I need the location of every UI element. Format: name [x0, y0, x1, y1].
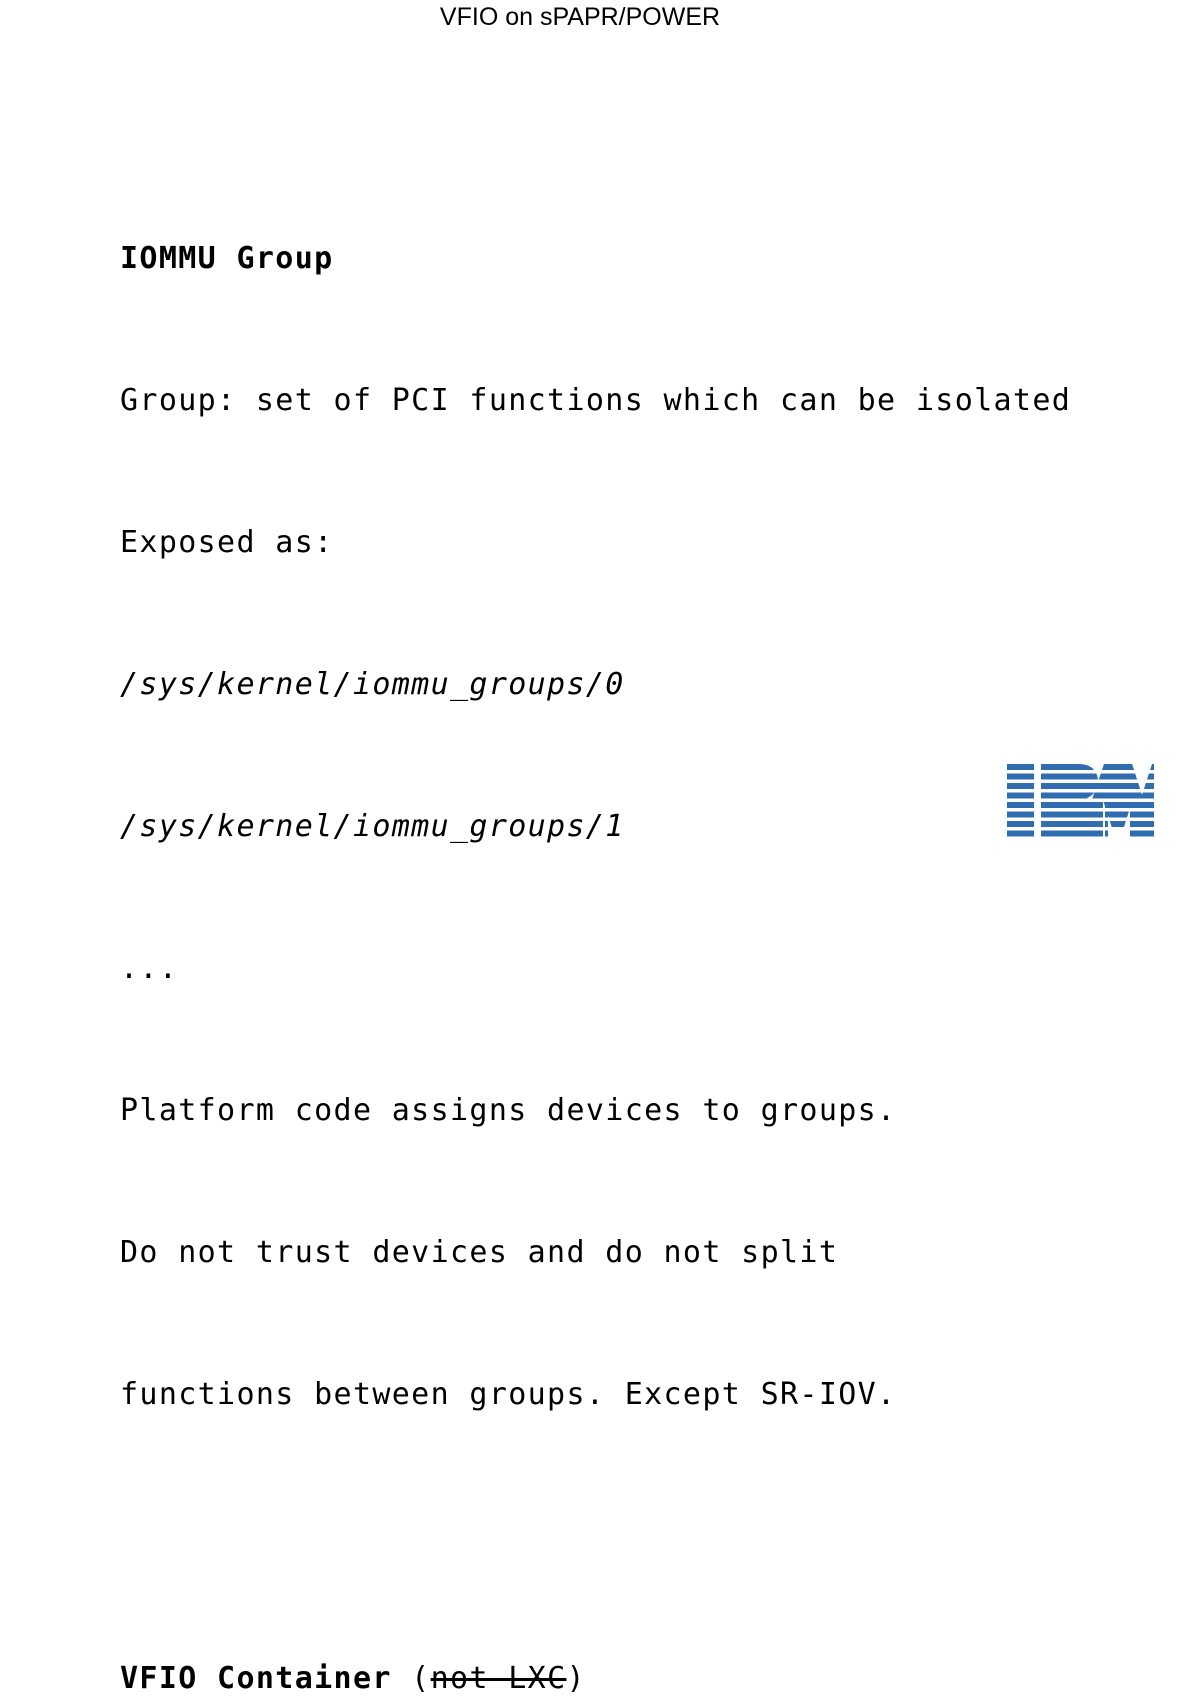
exposed-as: Exposed as:: [120, 525, 1160, 561]
path-group-1: /sys/kernel/iommu_groups/1: [120, 809, 1160, 845]
spacer-1: [120, 1519, 1160, 1555]
vfio-container-paren-close: ): [566, 1661, 585, 1696]
vfio-container-not-lxc: not LXC: [431, 1661, 567, 1696]
vfio-container-paren-open: (: [392, 1661, 431, 1696]
heading-vfio-container: VFIO Container (not LXC): [120, 1661, 1160, 1696]
page-title: VFIO on sPAPR/POWER: [0, 2, 1160, 32]
heading-vfio-container-text: VFIO Container: [120, 1661, 392, 1696]
platform-assigns: Platform code assigns devices to groups.: [120, 1093, 1160, 1129]
ellipsis-text: ...: [120, 951, 178, 986]
functions-between-text: functions between groups. Except SR-IOV.: [120, 1377, 896, 1412]
slide-body: IOMMU Group Group: set of PCI functions …: [120, 134, 1160, 1696]
ellipsis: ...: [120, 951, 1160, 987]
ibm-logo: [1006, 764, 1154, 838]
exposed-as-text: Exposed as:: [120, 525, 334, 560]
group-definition-text: Group: set of PCI functions which can be…: [120, 383, 1071, 418]
heading-iommu-group: IOMMU Group: [120, 241, 1160, 277]
platform-assigns-text: Platform code assigns devices to groups.: [120, 1093, 896, 1128]
path-group-1-text: /sys/kernel/iommu_groups/1: [120, 809, 625, 844]
functions-between: functions between groups. Except SR-IOV.: [120, 1377, 1160, 1413]
do-not-trust-text: Do not trust devices and do not split: [120, 1235, 838, 1270]
do-not-trust: Do not trust devices and do not split: [120, 1235, 1160, 1271]
heading-iommu-group-text: IOMMU Group: [120, 241, 334, 276]
path-group-0: /sys/kernel/iommu_groups/0: [120, 667, 1160, 703]
path-group-0-text: /sys/kernel/iommu_groups/0: [120, 667, 625, 702]
group-definition: Group: set of PCI functions which can be…: [120, 383, 1160, 419]
